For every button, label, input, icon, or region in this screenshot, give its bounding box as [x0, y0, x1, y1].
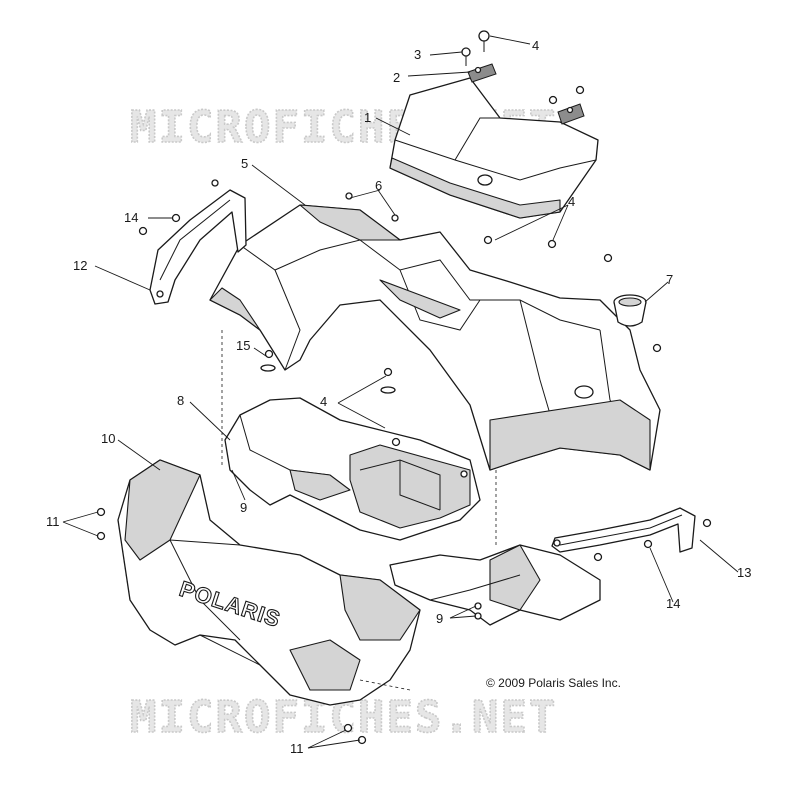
part-5-upper-fender — [209, 204, 661, 471]
callout-10: 10 — [101, 431, 115, 446]
callout-9: 9 — [436, 611, 443, 626]
copyright-text: © 2009 Polaris Sales Inc. — [486, 676, 621, 690]
callout-2: 2 — [393, 70, 400, 85]
fastener-screws-top — [461, 30, 585, 105]
callout-11: 11 — [46, 514, 60, 529]
callout-14: 14 — [666, 596, 680, 611]
part-8-inner-console — [224, 397, 481, 541]
callout-3: 3 — [414, 47, 421, 62]
callout-4: 4 — [320, 394, 327, 409]
callout-5: 5 — [241, 156, 248, 171]
part-1-top-panel — [389, 63, 599, 219]
callout-1: 1 — [364, 110, 371, 125]
callout-13: 13 — [737, 565, 751, 580]
callout-14: 14 — [124, 210, 138, 225]
lower-front-panel — [389, 544, 601, 626]
part-12-side-bracket — [149, 189, 247, 305]
callout-8: 8 — [177, 393, 184, 408]
callout-4: 4 — [532, 38, 539, 53]
leader-lines — [62, 35, 739, 749]
callout-labels: 3 4 2 1 5 6 14 4 12 7 15 8 4 10 9 11 13 … — [46, 38, 751, 756]
callout-12: 12 — [73, 258, 87, 273]
callout-9: 9 — [240, 500, 247, 515]
assembly-lines — [117, 330, 497, 691]
part-7-cup-holder — [613, 294, 647, 327]
callout-11: 11 — [290, 741, 304, 756]
callout-4: 4 — [568, 194, 575, 209]
callout-6: 6 — [375, 178, 382, 193]
part-13-side-bracket — [551, 507, 696, 553]
part-10-front-hood: POLARIS — [117, 459, 421, 706]
fastener-screws-misc — [96, 179, 712, 745]
callout-7: 7 — [666, 272, 673, 287]
callout-15: 15 — [236, 338, 250, 353]
